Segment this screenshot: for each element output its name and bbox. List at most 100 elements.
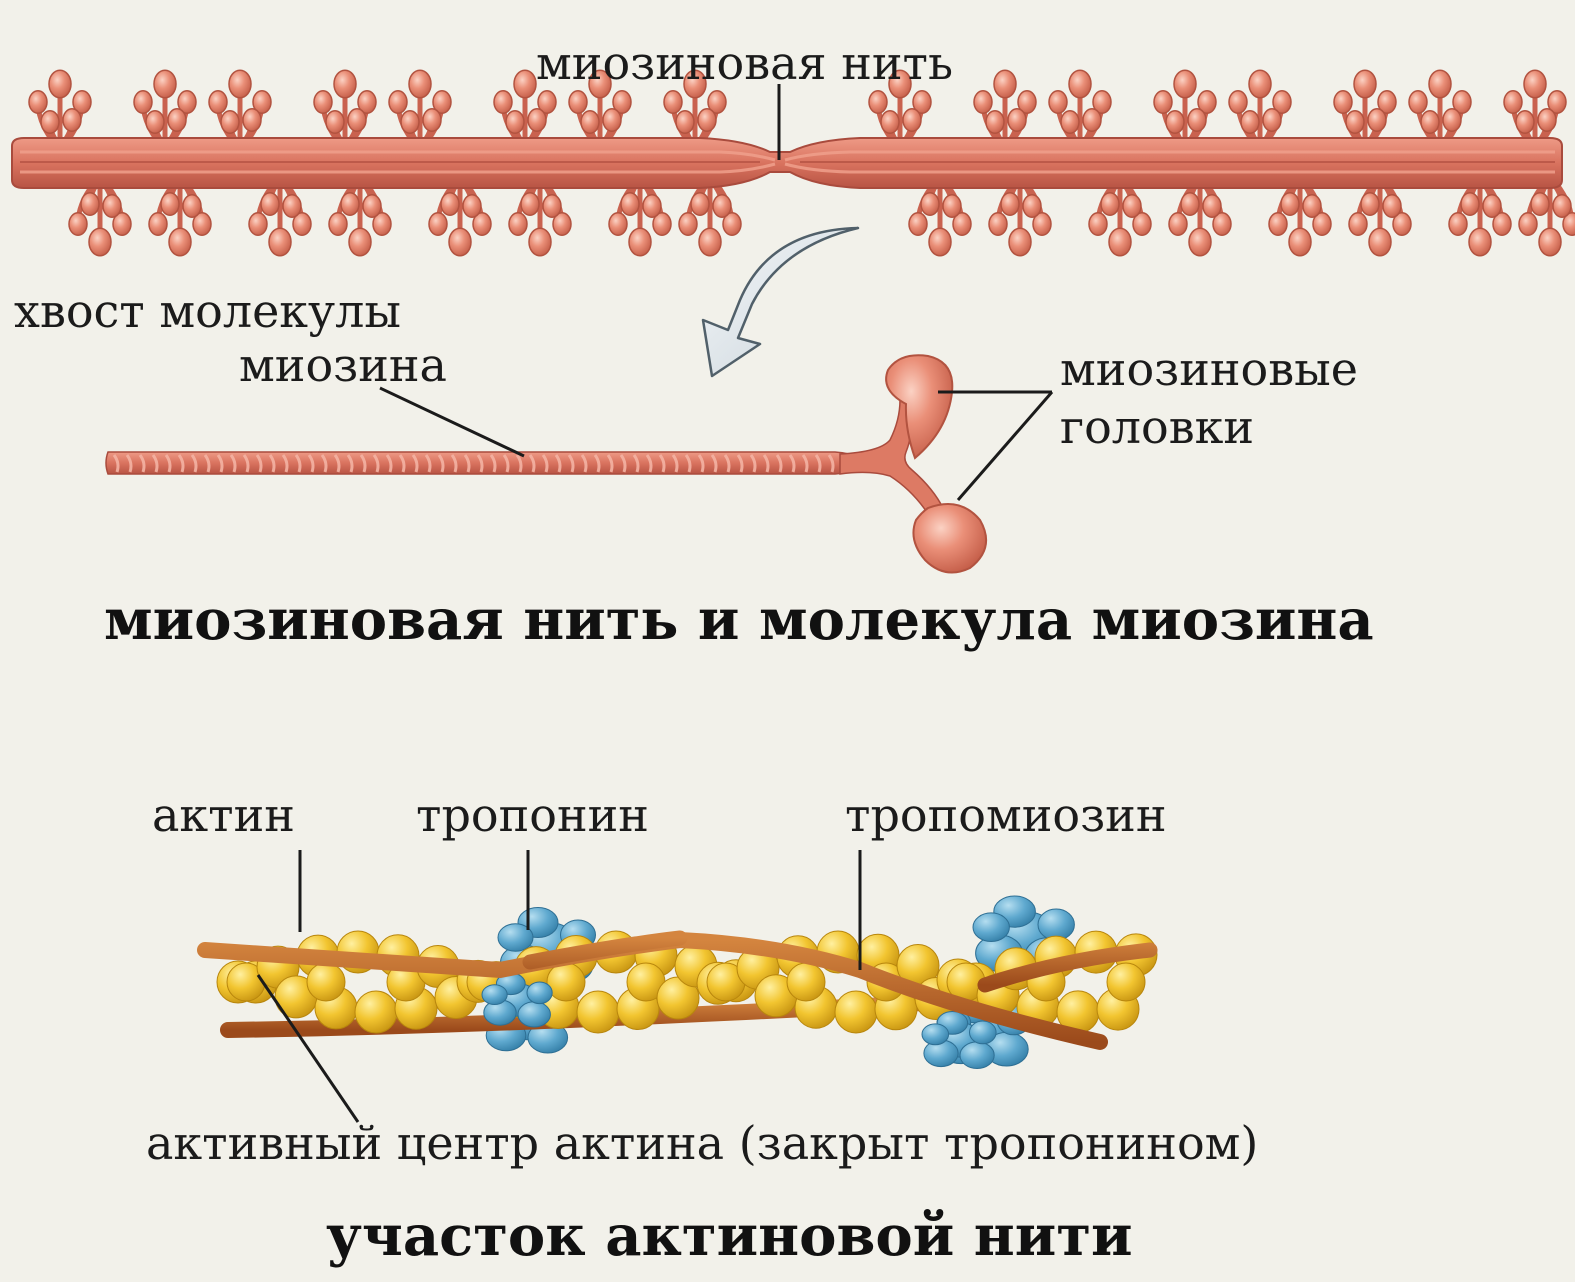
myosin-head <box>537 90 557 114</box>
myosin-head <box>973 90 993 114</box>
myosin-head <box>1132 212 1152 236</box>
myosin-tail-coil <box>112 454 835 473</box>
myosin-head <box>1333 90 1353 114</box>
myosin-head-cluster <box>1518 182 1575 257</box>
myosin-head <box>112 212 132 236</box>
myosin-head <box>920 192 940 216</box>
myosin-head <box>620 192 640 216</box>
myosin-head <box>40 110 60 134</box>
myosin-head <box>1100 192 1120 216</box>
myosin-heads-label-line1: миозиновые <box>1060 342 1358 396</box>
actin-bead <box>546 962 586 1002</box>
myosin-head <box>372 212 392 236</box>
myosin-head <box>1180 192 1200 216</box>
myosin-head <box>177 90 197 114</box>
myosin-head-cluster <box>68 182 132 257</box>
myosin-filament-label: миозиновая нить <box>536 36 954 90</box>
myosin-head-cluster <box>988 182 1052 257</box>
myosin-head <box>1088 212 1108 236</box>
myosin-head <box>208 90 228 114</box>
heads-leader-line-2 <box>956 391 1054 501</box>
myosin-head <box>182 194 202 218</box>
myosin-head <box>168 227 192 257</box>
myosin-head <box>678 212 698 236</box>
myosin-head <box>68 212 88 236</box>
myosin-head <box>602 108 622 132</box>
myosin-head <box>1082 108 1102 132</box>
myosin-head-cluster <box>1168 182 1232 257</box>
myosin-head-cluster <box>1348 182 1412 257</box>
myosin-head-cluster <box>388 69 452 144</box>
actin-bead <box>1106 962 1146 1002</box>
myosin-head <box>1017 90 1037 114</box>
myosin-head <box>388 90 408 114</box>
myosin-head-cluster <box>663 69 727 144</box>
myosin-head <box>1503 90 1523 114</box>
myosin-filament-strands <box>20 150 1555 174</box>
myosin-head-upper <box>885 354 954 460</box>
myosin-head <box>1442 108 1462 132</box>
myosin-head <box>722 212 742 236</box>
myosin-head <box>697 108 717 132</box>
actin-bead <box>834 990 878 1034</box>
myosin-head <box>628 227 652 257</box>
myosin-head <box>1240 110 1260 134</box>
troponin-complexes-front <box>481 972 997 1069</box>
myosin-head <box>145 110 165 134</box>
myosin-head <box>1515 110 1535 134</box>
myosin-head <box>133 90 153 114</box>
myosin-head <box>912 90 932 114</box>
myosin-head <box>1368 227 1392 257</box>
myosin-head <box>347 108 367 132</box>
myosin-head <box>333 69 357 99</box>
myosin-head <box>902 108 922 132</box>
myosin-head-cluster <box>208 69 272 144</box>
myosin-head <box>260 192 280 216</box>
myosin-head <box>422 108 442 132</box>
myosin-head-cluster <box>133 69 197 144</box>
myosin-head <box>1268 212 1288 236</box>
actin-bead <box>354 990 398 1034</box>
myosin-head <box>580 110 600 134</box>
myosin-head <box>698 227 722 257</box>
myosin-head <box>508 212 528 236</box>
myosin-head <box>888 69 912 99</box>
myosin-head <box>428 212 448 236</box>
myosin-head-cluster <box>1088 182 1152 257</box>
myosin-head <box>880 110 900 134</box>
actin-bead <box>306 962 346 1002</box>
myosin-molecule <box>105 354 988 574</box>
myosin-head-cluster <box>1153 69 1217 144</box>
myosin-head <box>313 90 333 114</box>
myosin-head <box>1482 194 1502 218</box>
actin-label: актин <box>152 788 295 842</box>
myosin-head <box>1468 227 1492 257</box>
myosin-head-cluster <box>608 182 672 257</box>
myosin-head <box>552 212 572 236</box>
myosin-head <box>993 69 1017 99</box>
myosin-head <box>348 227 372 257</box>
myosin-head <box>1153 90 1173 114</box>
myosin-head <box>1280 192 1300 216</box>
myosin-heads-lower-left <box>68 182 742 257</box>
myosin-head <box>1408 90 1428 114</box>
tropomyosin-strand-middle <box>522 930 1158 993</box>
active-site-leader-line <box>256 974 360 1123</box>
myosin-heads-lower-right <box>908 182 1575 257</box>
myosin-head <box>683 69 707 99</box>
myosin-head <box>62 108 82 132</box>
myosin-head-cluster <box>568 69 632 144</box>
myosin-head <box>1460 192 1480 216</box>
myosin-head <box>167 108 187 132</box>
myosin-heads-upper-right <box>868 69 1567 144</box>
myosin-head <box>1392 212 1412 236</box>
myosin-tail-label-line1: хвост молекулы <box>14 284 401 338</box>
myosin-head <box>1187 108 1207 132</box>
myosin-head <box>608 212 628 236</box>
myosin-head <box>908 212 928 236</box>
myosin-head <box>292 212 312 236</box>
myosin-head <box>153 69 177 99</box>
myosin-head <box>612 90 632 114</box>
myosin-head <box>400 110 420 134</box>
myosin-head <box>325 110 345 134</box>
